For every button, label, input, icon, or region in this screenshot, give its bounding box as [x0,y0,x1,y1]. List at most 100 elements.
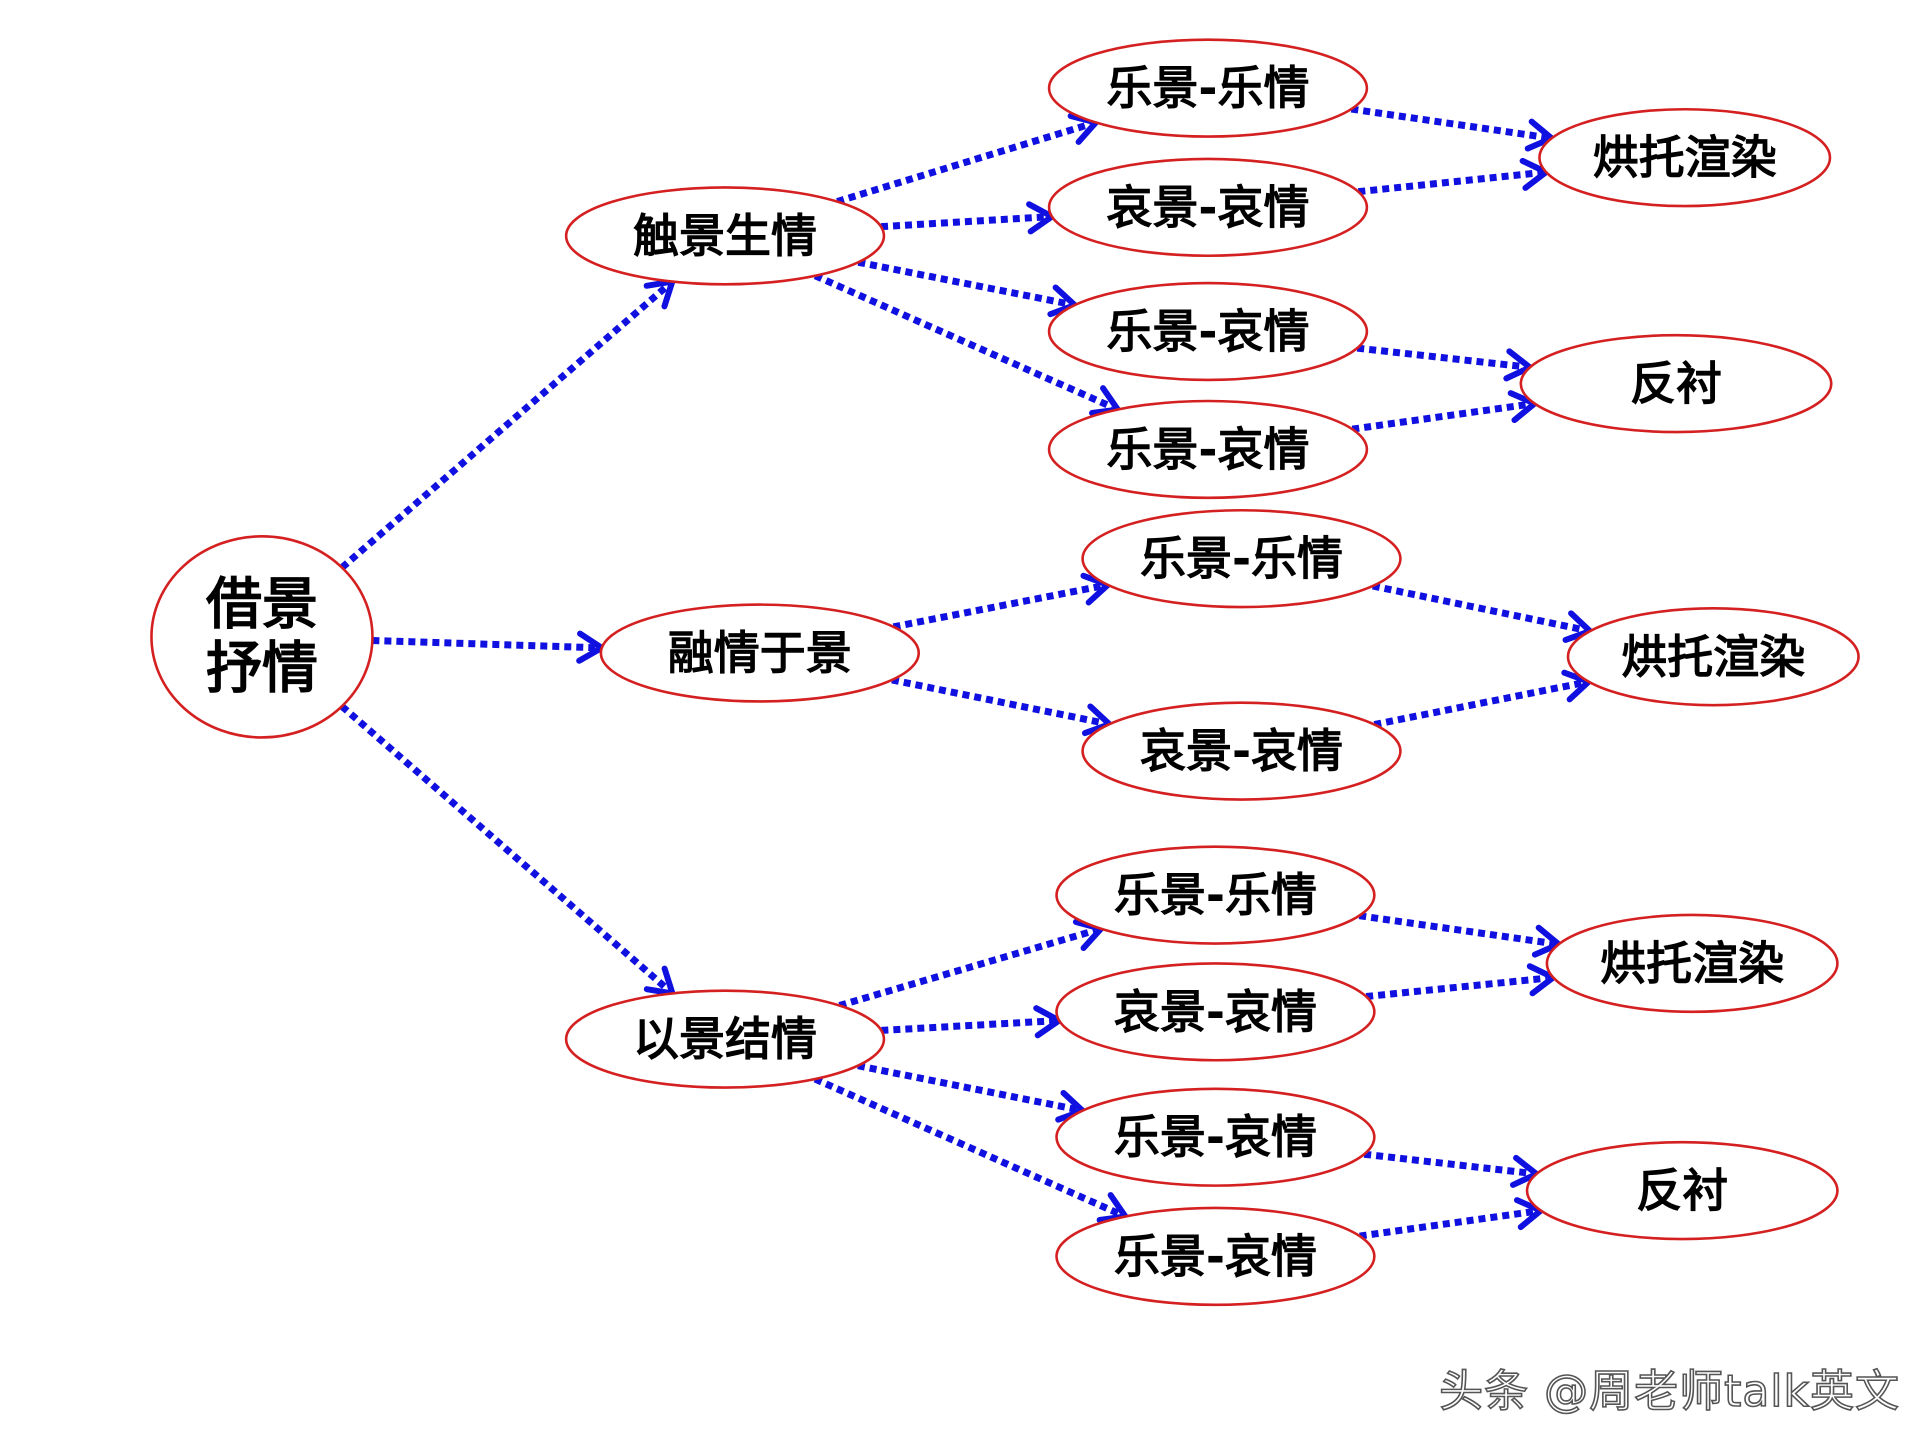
edge-line [1358,912,1554,947]
node-label: 融情于景 [668,626,852,680]
edge-b3c4-to-b3r2 [1359,1197,1544,1240]
edge-line [880,213,1047,231]
node-ellipse [1081,508,1402,609]
node-b1c4: 乐景-哀情 [1047,399,1369,500]
node-ellipse [150,535,374,739]
node-ellipse [1545,913,1839,1014]
edge-root-to-b3 [339,703,676,997]
edge-b2-to-b2c1 [892,572,1111,631]
edge-b1-to-b1c2 [880,201,1055,235]
node-b1: 触景生情 [564,186,886,286]
edge-b1-to-b1c1 [836,112,1099,205]
edge-line [1350,105,1547,141]
edge-b1c2-to-b1r1 [1357,157,1550,196]
node-ellipse [1047,399,1369,500]
watermark-text: 头条 @周老师talk英文 [1438,1365,1900,1418]
edge-line [813,272,1114,411]
node-label: 烘托渲染 [1600,936,1784,990]
node-label: 乐景-乐情 [1140,532,1343,586]
node-label: 反衬 [1636,1164,1728,1218]
node-ellipse [1055,962,1376,1062]
edge-b2c2-to-b2r1 [1373,669,1592,728]
node-ellipse [1047,38,1369,138]
edge-root-to-b1 [339,278,676,571]
node-b3c2: 哀景-哀情 [1055,962,1376,1062]
node-b3r2: 反衬 [1525,1140,1839,1241]
node-b1c3: 乐景-哀情 [1047,281,1369,382]
edge-b3-to-b3c1 [838,918,1105,1009]
node-b2r1: 烘托渲染 [1566,607,1860,707]
arrow-head-icon [643,278,676,310]
node-ellipse [1055,1087,1376,1187]
node-ellipse [599,603,921,703]
edge-line [1372,582,1585,634]
node-label: 乐景-哀情 [1114,1110,1317,1164]
node-label: 乐景-哀情 [1106,304,1309,358]
node-label: 乐景-乐情 [1114,868,1317,922]
edge-line [1357,169,1541,196]
node-label: 反衬 [1630,357,1722,411]
edge-line [838,927,1097,1009]
node-label: 乐景-乐情 [1106,61,1309,115]
node-ellipse [1538,107,1832,208]
node-b2c1: 乐景-乐情 [1081,508,1402,609]
edge-line [1359,1207,1536,1240]
node-label: 乐景-哀情 [1114,1229,1317,1283]
edge-line [857,258,1070,308]
edge-line [1363,1150,1531,1177]
node-ellipse [1525,1140,1839,1241]
node-ellipse [564,186,886,286]
edge-line [857,1062,1078,1113]
node-label: 哀景-哀情 [1106,180,1309,234]
node-b3c4: 乐景-哀情 [1055,1206,1376,1307]
node-ellipse [1519,333,1833,434]
node-b1r2: 反衬 [1519,333,1833,434]
edge-line [891,676,1105,727]
edge-line [1351,400,1530,433]
node-b1r1: 烘托渲染 [1538,107,1832,208]
edge-b1c4-to-b1r2 [1351,390,1538,433]
edge-b2c1-to-b2r1 [1372,582,1594,643]
node-label: 借景 [205,572,318,637]
edge-line [1373,679,1584,728]
edge-b1c1-to-b1r1 [1350,105,1555,152]
node-label: 烘托渲染 [1593,131,1777,185]
node-layer: 借景抒情触景生情融情于景以景结情乐景-乐情哀景-哀情乐景-哀情乐景-哀情烘托渲染… [150,38,1860,1307]
edge-b3c1-to-b3r1 [1358,912,1562,958]
node-ellipse [1566,607,1860,707]
edge-b2-to-b2c2 [891,676,1113,737]
node-label: 乐景-哀情 [1106,422,1309,476]
edge-line [892,582,1103,631]
edge-line [813,1075,1122,1218]
node-ellipse [1055,1206,1376,1307]
edge-b1-to-b1c3 [857,258,1078,318]
node-b3r1: 烘托渲染 [1545,913,1839,1014]
edge-line [339,703,671,993]
edge-line [1365,974,1548,1000]
edge-b3c2-to-b3r1 [1365,963,1557,1000]
edge-root-to-b2 [372,630,605,664]
edge-line [1356,344,1525,371]
edge-line [372,636,596,652]
node-label: 哀景-哀情 [1114,985,1317,1039]
node-b2: 融情于景 [599,603,921,703]
node-b2c2: 哀景-哀情 [1081,701,1402,801]
node-b1c1: 乐景-乐情 [1047,38,1369,138]
edge-b3c3-to-b3r2 [1363,1150,1540,1188]
node-ellipse [564,989,886,1089]
edge-b3-to-b3c3 [857,1062,1086,1123]
node-b3: 以景结情 [564,989,886,1089]
edge-line [339,282,671,571]
node-ellipse [1081,701,1402,801]
node-b3c1: 乐景-乐情 [1055,845,1376,945]
edge-b3-to-b3c2 [881,1005,1063,1039]
edge-line [881,1017,1054,1034]
node-label: 触景生情 [633,209,817,263]
node-label: 烘托渲染 [1621,630,1805,684]
edge-b1c3-to-b1r2 [1356,344,1533,382]
node-label: 抒情 [206,636,318,701]
node-ellipse [1047,281,1369,382]
node-ellipse [1055,845,1376,945]
